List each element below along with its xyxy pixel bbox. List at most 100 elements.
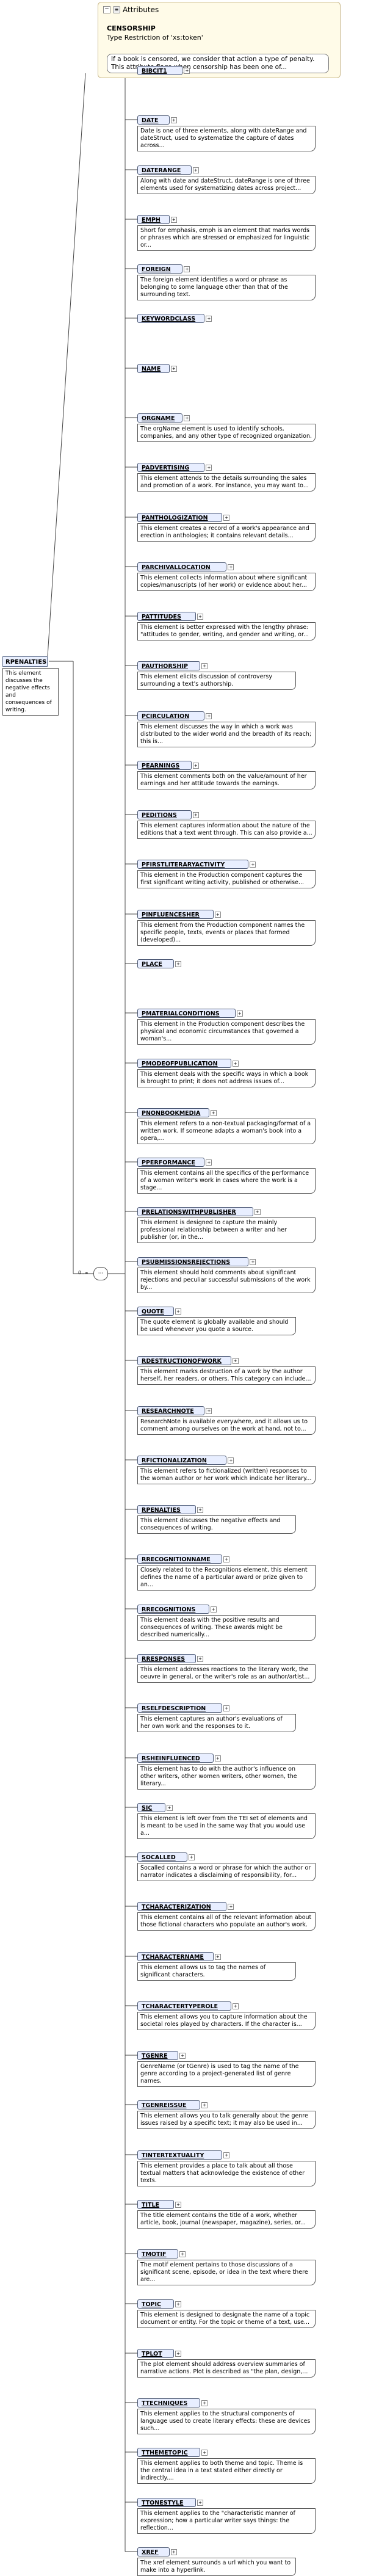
expand-icon[interactable]: +	[175, 2351, 181, 2357]
expand-icon[interactable]: +	[214, 912, 221, 918]
expand-icon[interactable]: +	[175, 1308, 181, 1315]
child-element[interactable]: RRESPONSES	[137, 1654, 196, 1663]
child-element[interactable]: QUOTE	[137, 1307, 174, 1316]
child-element[interactable]: PSUBMISSIONSREJECTIONS	[137, 1257, 249, 1266]
expand-icon[interactable]: +	[170, 217, 177, 223]
child-element[interactable]: RSELFDESCRIPTION	[137, 1703, 223, 1713]
expand-icon[interactable]: +	[192, 812, 199, 818]
child-element[interactable]: PEARNINGS	[137, 761, 192, 770]
expand-icon[interactable]: +	[214, 1755, 221, 1761]
child-element[interactable]: TMOTIF	[137, 2249, 179, 2259]
expand-icon[interactable]: +	[170, 366, 177, 372]
expand-icon[interactable]: +	[228, 564, 234, 570]
expand-icon[interactable]: +	[223, 1556, 230, 1562]
expand-icon[interactable]: +	[184, 266, 190, 272]
expand-icon[interactable]: +	[197, 2500, 203, 2506]
child-element[interactable]: TOPIC	[137, 2299, 174, 2309]
child-element[interactable]: NAME	[137, 364, 170, 373]
child-element[interactable]: PNONBOOKMEDIA	[137, 1108, 209, 1117]
child-element[interactable]: PEDITIONS	[137, 810, 192, 819]
child-element[interactable]: BIBCIT1	[137, 66, 183, 75]
child-element[interactable]: PAUTHORSHIP	[137, 661, 201, 670]
expand-icon[interactable]: +	[170, 117, 177, 123]
expand-icon[interactable]: +	[184, 415, 190, 421]
expand-icon[interactable]: +	[192, 763, 199, 769]
expand-icon[interactable]: +	[214, 1954, 221, 1960]
expand-icon[interactable]: +	[228, 1904, 234, 1910]
child-element[interactable]: SIC	[137, 1803, 165, 1812]
expand-icon[interactable]: +	[184, 68, 190, 74]
expand-icon[interactable]: +	[175, 2301, 181, 2307]
child-element[interactable]: XREF	[137, 2547, 170, 2556]
expand-icon[interactable]: +	[232, 1061, 239, 1067]
expand-icon[interactable]: +	[250, 1259, 256, 1265]
child-element[interactable]: TGENREISSUE	[137, 2100, 201, 2110]
child-element[interactable]: RRECOGNITIONNAME	[137, 1555, 223, 1564]
expand-icon[interactable]: +	[175, 2202, 181, 2208]
child-element[interactable]: TTECHNIQUES	[137, 2398, 201, 2407]
child-element[interactable]: PRELATIONSWITHPUBLISHER	[137, 1207, 253, 1216]
child-element[interactable]: FOREIGN	[137, 264, 183, 274]
child-element[interactable]: PARCHIVALLOCATION	[137, 562, 227, 571]
child-element[interactable]: RPENALTIES	[137, 1505, 196, 1514]
child-element[interactable]: TCHARACTERIZATION	[137, 1902, 227, 1911]
expand-icon[interactable]: +	[232, 1358, 239, 1364]
expand-icon[interactable]: +	[192, 167, 199, 173]
child-element[interactable]: PINFLUENCESHER	[137, 910, 214, 919]
expand-icon[interactable]: +	[201, 2450, 208, 2456]
child-element[interactable]: KEYWORDCLASS	[137, 314, 205, 323]
root-element[interactable]: RPENALTIES	[2, 656, 48, 667]
expand-icon[interactable]: +	[170, 2549, 177, 2555]
child-element[interactable]: EMPH	[137, 215, 170, 224]
child-element[interactable]: TITLE	[137, 2200, 174, 2209]
expand-icon[interactable]: +	[179, 2251, 186, 2257]
child-element[interactable]: RFICTIONALIZATION	[137, 1456, 227, 1465]
expand-icon[interactable]: +	[197, 1656, 203, 1662]
expand-icon[interactable]: +	[228, 1457, 234, 1464]
child-element[interactable]: PLACE	[137, 959, 174, 968]
child-element[interactable]: RRECOGNITIONS	[137, 1605, 209, 1614]
child-element[interactable]: PANTHOLOGIZATION	[137, 513, 223, 522]
expand-icon[interactable]: +	[206, 465, 212, 471]
attribute-censorship[interactable]: CENSORSHIP Type Restriction of 'xs:token…	[107, 24, 317, 45]
child-element[interactable]: TGENRE	[137, 2051, 179, 2060]
expand-icon[interactable]: +	[223, 515, 230, 521]
expand-icon[interactable]: +	[206, 1159, 212, 1166]
expand-icon[interactable]: +	[254, 1209, 261, 1215]
expand-icon[interactable]: +	[197, 614, 203, 620]
collapse-icon[interactable]: −	[103, 6, 110, 13]
child-element[interactable]: TPLOT	[137, 2349, 174, 2358]
sequence-compositor-icon[interactable]: ···	[93, 1267, 108, 1280]
expand-icon[interactable]: +	[201, 2102, 208, 2108]
child-element[interactable]: PADVERTISING	[137, 463, 205, 472]
child-element[interactable]: TTONESTYLE	[137, 2498, 196, 2507]
child-element[interactable]: SOCALLED	[137, 1852, 187, 1862]
expand-icon[interactable]: +	[179, 2053, 186, 2059]
expand-icon[interactable]: +	[223, 2152, 230, 2158]
expand-icon[interactable]: +	[175, 961, 181, 967]
expand-icon[interactable]: +	[188, 1854, 195, 1860]
child-element[interactable]: DATERANGE	[137, 165, 192, 175]
child-element[interactable]: TCHARACTERNAME	[137, 1952, 214, 1961]
expand-icon[interactable]: +	[223, 1705, 230, 1711]
child-element[interactable]: RDESTRUCTIONOFWORK	[137, 1356, 231, 1365]
expand-icon[interactable]: +	[197, 1507, 203, 1513]
expand-icon[interactable]: +	[232, 2003, 239, 2009]
child-element[interactable]: RESEARCHNOTE	[137, 1406, 205, 1415]
expand-icon[interactable]: +	[210, 1606, 217, 1613]
child-element[interactable]: PFIRSTLITERARYACTIVITY	[137, 860, 249, 869]
expand-icon[interactable]: +	[201, 663, 208, 669]
expand-icon[interactable]: +	[206, 1408, 212, 1414]
child-element[interactable]: TTHEMETOPIC	[137, 2448, 201, 2457]
expand-icon[interactable]: +	[210, 1110, 217, 1116]
child-element[interactable]: PMATERIALCONDITIONS	[137, 1009, 236, 1018]
child-element[interactable]: PMODEOFPUBLICATION	[137, 1059, 231, 1068]
expand-icon[interactable]: +	[166, 1805, 173, 1811]
child-element[interactable]: PPERFORMANCE	[137, 1158, 205, 1167]
child-element[interactable]: TINTERTEXTUALITY	[137, 2150, 223, 2160]
child-element[interactable]: RSHEINFLUENCED	[137, 1754, 214, 1763]
expand-icon[interactable]: +	[206, 713, 212, 719]
expand-icon[interactable]: +	[236, 1010, 243, 1017]
child-element[interactable]: TCHARACTERTYPEROLE	[137, 2001, 231, 2011]
child-element[interactable]: PCIRCULATION	[137, 711, 205, 720]
